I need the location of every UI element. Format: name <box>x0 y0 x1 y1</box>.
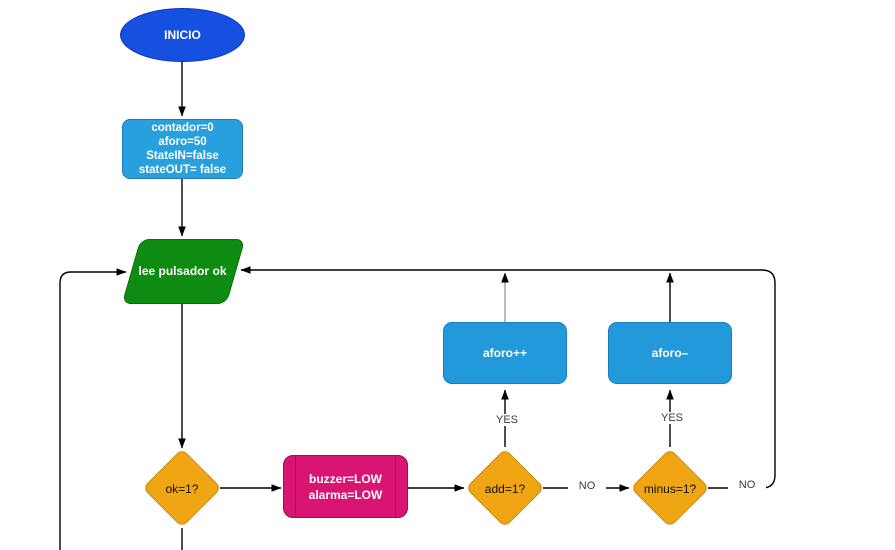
parallelogram-shape <box>121 239 246 304</box>
predefined-left-bar <box>295 456 296 517</box>
read-input-node[interactable] <box>121 239 246 304</box>
predefined-right-bar <box>395 456 396 517</box>
edge-minus-no-loop-to-read <box>240 266 776 489</box>
init-process-node[interactable] <box>122 119 243 179</box>
start-terminator-node[interactable] <box>120 8 245 62</box>
buzzer-predefined-process-node[interactable] <box>283 455 408 518</box>
edge-bottom-loop-to-read <box>59 268 127 550</box>
aforo-decrement-node[interactable] <box>608 322 732 384</box>
aforo-increment-node[interactable] <box>443 322 567 384</box>
